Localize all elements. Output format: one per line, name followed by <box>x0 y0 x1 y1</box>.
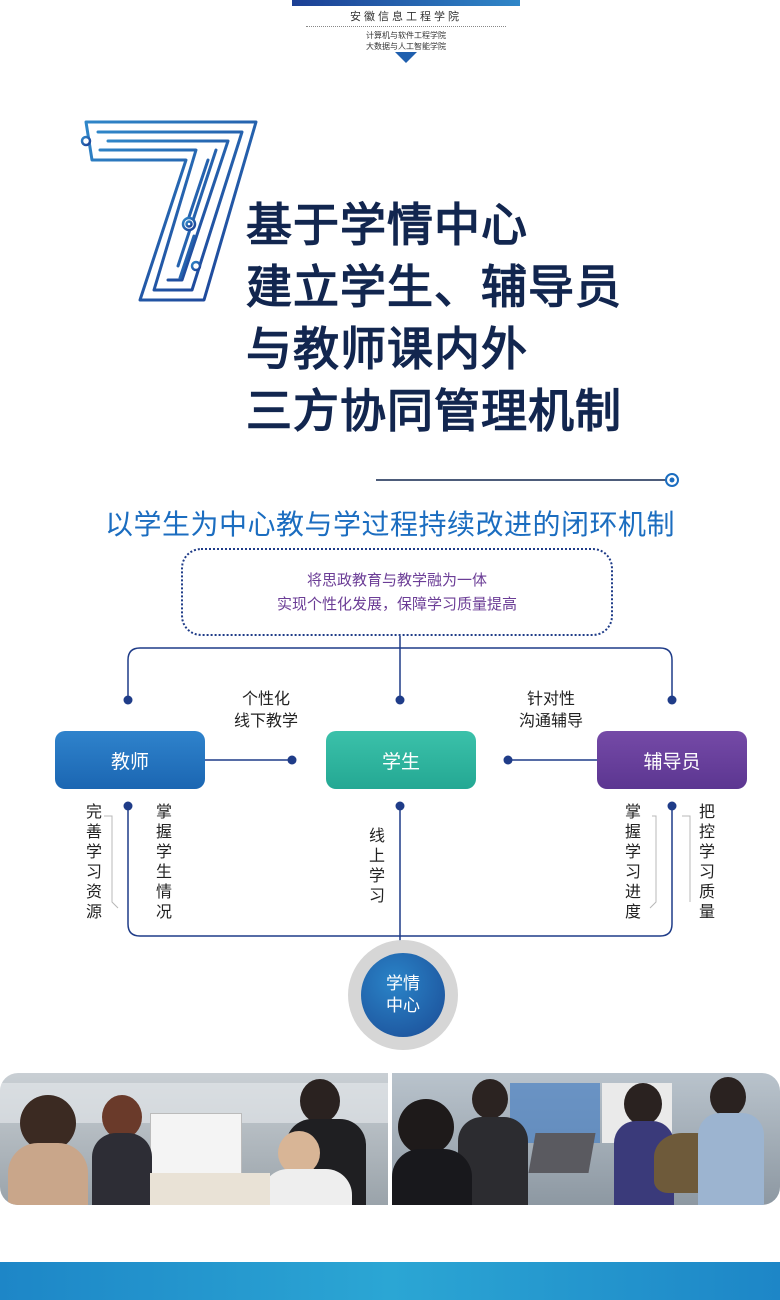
hub-line: 中心 <box>386 996 420 1016</box>
hub-core: 学情 中心 <box>361 953 445 1037</box>
hub-line: 学情 <box>386 974 420 994</box>
link-label-line: 线下教学 <box>233 711 298 730</box>
college-name-2: 大数据与人工智能学院 <box>366 42 446 51</box>
school-name: 安徽信息工程学院 <box>350 10 462 23</box>
photo-strip <box>0 1073 780 1205</box>
footer-band <box>0 1262 780 1300</box>
header-tab <box>292 0 520 6</box>
link-label-line: 个性化 <box>241 689 290 708</box>
page-title: 基于学情中心 建立学生、辅导员 与教师课内外 三方协同管理机制 <box>246 194 726 442</box>
lab-photo <box>392 1073 780 1205</box>
classroom-photo <box>0 1073 388 1205</box>
number-seven-icon <box>80 120 258 302</box>
college-name-1: 计算机与软件工程学院 <box>366 31 446 40</box>
title-line: 与教师课内外 <box>246 322 528 376</box>
header-arrow-icon <box>395 52 417 63</box>
link-label-counselor-student: 针对性 沟通辅导 <box>503 688 599 732</box>
goal-line: 将思政教育与教学融为一体 <box>306 571 487 589</box>
link-label-line: 沟通辅导 <box>518 711 583 730</box>
teacher-node: 教师 <box>55 731 205 789</box>
label-improve-resources: 完善学习资源 <box>85 802 102 921</box>
link-label-teacher-student: 个性化 线下教学 <box>218 688 314 732</box>
label-online-learning: 线上学习 <box>368 826 385 905</box>
goal-line: 实现个性化发展，保障学习质量提高 <box>276 595 517 613</box>
student-node: 学生 <box>326 731 476 789</box>
subtitle: 以学生为中心教与学过程持续改进的闭环机制 <box>104 508 675 541</box>
counselor-node: 辅导员 <box>597 731 747 789</box>
label-grasp-progress: 掌握学习进度 <box>624 802 641 921</box>
title-line: 建立学生、辅导员 <box>246 260 622 314</box>
label-grasp-student: 掌握学生情况 <box>155 802 172 921</box>
learning-center-hub: 学情 中心 <box>348 940 458 1050</box>
goal-box: 将思政教育与教学融为一体 实现个性化发展，保障学习质量提高 <box>181 548 613 636</box>
header-divider <box>306 26 506 27</box>
title-line: 基于学情中心 <box>246 198 528 252</box>
school-header: 安徽信息工程学院 计算机与软件工程学院 大数据与人工智能学院 <box>270 6 542 54</box>
link-label-line: 针对性 <box>526 689 575 708</box>
label-control-quality: 把控学习质量 <box>698 802 715 921</box>
title-line: 三方协同管理机制 <box>246 384 622 438</box>
title-underline <box>376 473 679 487</box>
